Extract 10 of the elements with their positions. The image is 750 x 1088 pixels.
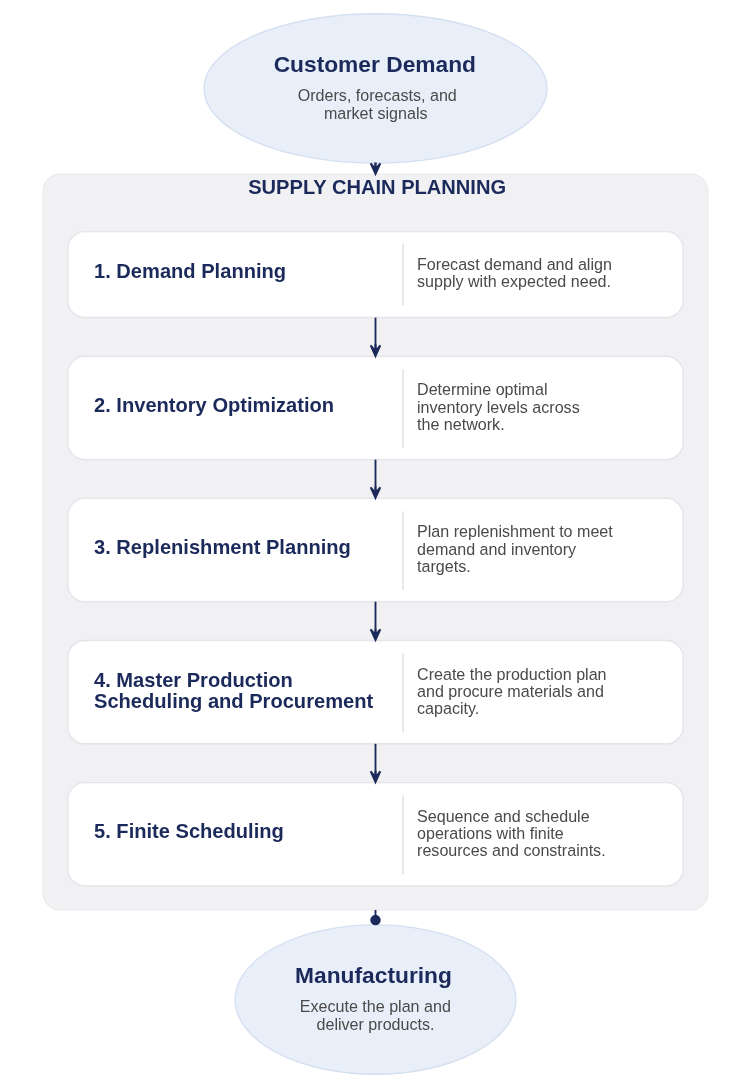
arrow: [369, 600, 381, 641]
node-box: 5. Finite Scheduling Sequence and schedule operations with finite resources and constraints.: [66, 781, 684, 887]
node-box: 1. Demand Planning Forecast demand and align supply with expected need.: [66, 231, 684, 319]
node-box: 3. Replenishment Planning Plan replenishment to meet demand and inventory targets.: [66, 497, 684, 603]
node-box: 2. Inventory Optimization Determine optimal inventory levels across the network.: [66, 355, 684, 461]
node-box: 4. Master Production Scheduling and Procurement Create the production plan and procure materials and capacity.: [66, 639, 684, 745]
arrow: [369, 316, 381, 358]
arrow: [369, 742, 381, 784]
node-ellipse: Manufacturing Execute the plan and deliver products.: [233, 924, 517, 1075]
arrow: [369, 458, 381, 499]
